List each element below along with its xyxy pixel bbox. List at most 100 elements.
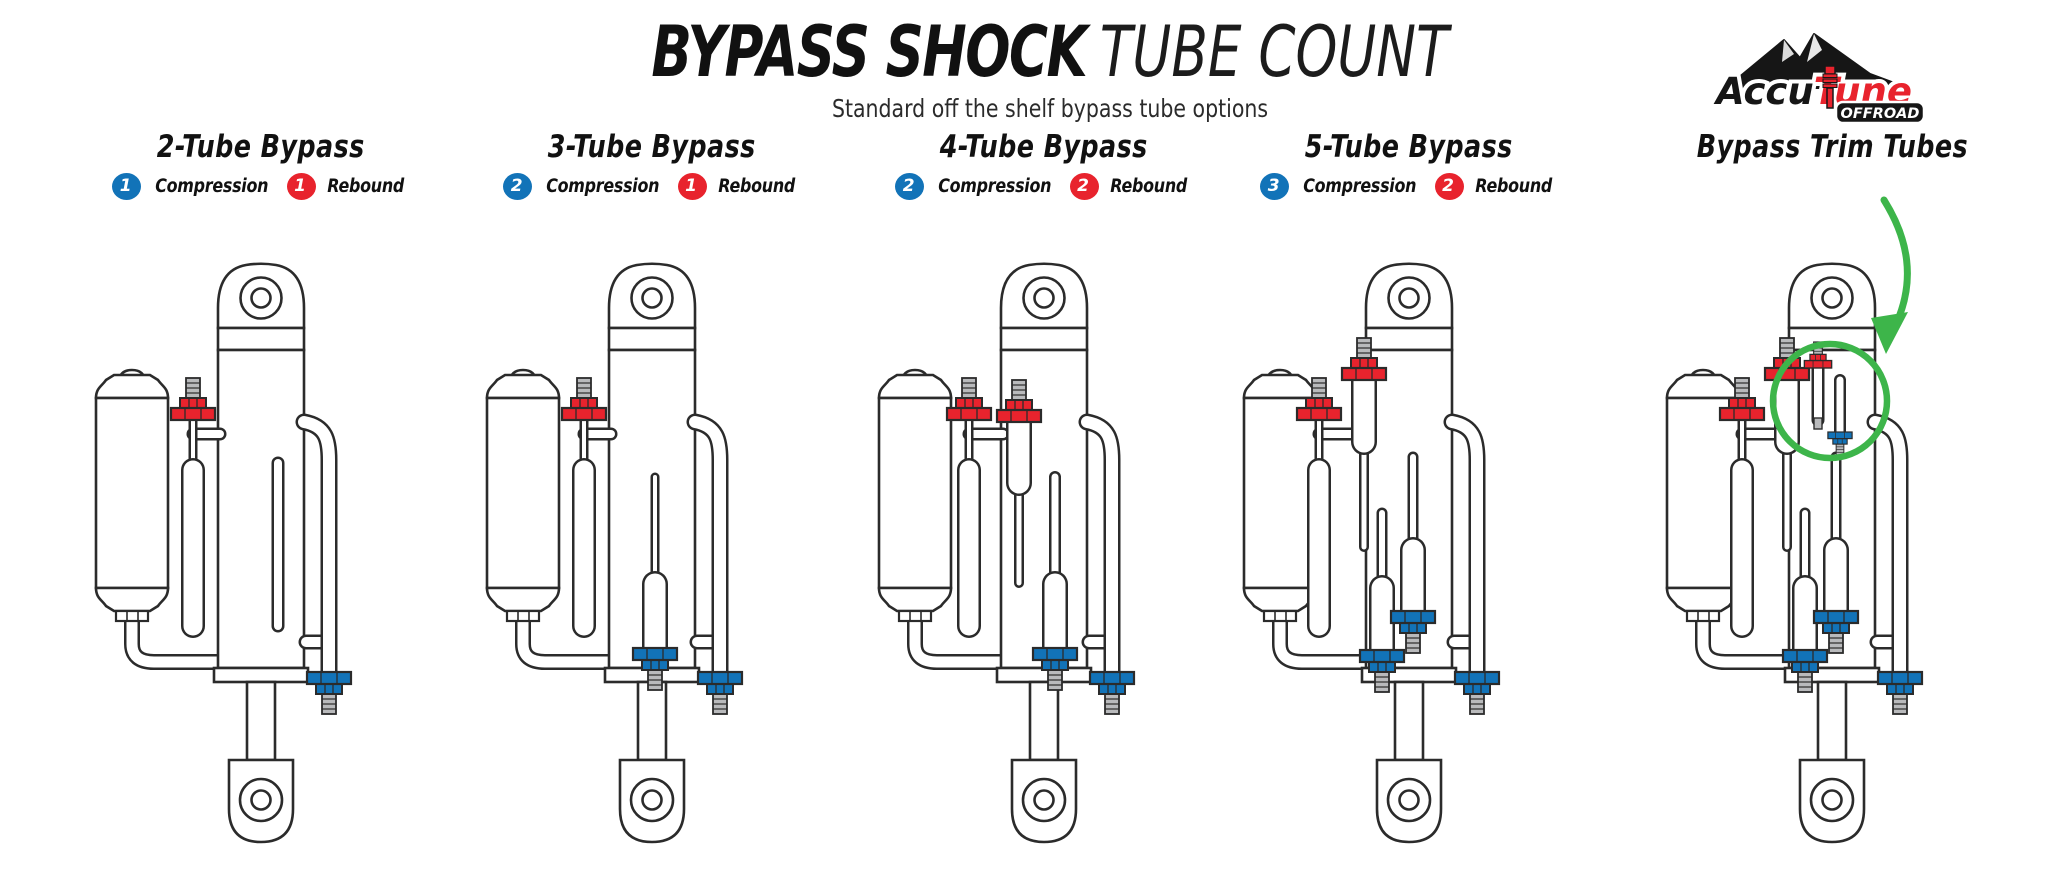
rebound-count-circle: 2	[1434, 172, 1464, 200]
annotation-arrow-icon	[1871, 196, 1911, 354]
compression-count-circle: 2	[503, 172, 533, 200]
compression-badge: 3 Compression	[1260, 172, 1425, 200]
page-subtitle: Standard off the shelf bypass tube optio…	[831, 93, 1269, 123]
rebound-count: 2	[1442, 176, 1454, 197]
rebound-count-circle: 2	[1069, 172, 1099, 200]
bypass-tube-right	[1866, 413, 1909, 685]
reservoir	[485, 368, 619, 670]
column-label-text: 4-Tube Bypass	[940, 129, 1148, 165]
rebound-adjuster-icon	[696, 670, 744, 715]
rebound-count: 2	[1077, 176, 1089, 197]
rebound-badge: 1 Rebound	[677, 172, 801, 200]
bypass-tube-left	[957, 413, 1010, 638]
compression-count: 1	[119, 176, 132, 197]
reservoir	[877, 368, 1011, 670]
rebound-badge: 2 Rebound	[1069, 172, 1193, 200]
compression-label: Compression	[155, 175, 269, 197]
accutune-logo: AccuTune AccuTune OFFROAD	[1712, 33, 1926, 125]
column-tube5: 5-Tube Bypass 3 Compression 2 Rebound	[1214, 130, 1604, 874]
bypass-tube-right	[1443, 413, 1486, 685]
rebound-adjuster-icon	[1088, 670, 1136, 715]
rebound-adjuster-icon	[1827, 431, 1853, 456]
shock-illustration	[94, 262, 353, 844]
compression-label: Compression	[546, 175, 660, 197]
compression-count-circle: 2	[895, 172, 925, 200]
compression-adjuster-icon	[169, 377, 217, 422]
trim-tubes	[1803, 341, 1853, 456]
rebound-label: Rebound	[1109, 175, 1187, 197]
column-label: Bypass Trim Tubes	[1637, 130, 2027, 164]
logo-shock-icon	[1822, 65, 1838, 109]
column-trim: Bypass Trim Tubes Compression Rebound	[1637, 130, 2027, 874]
shock-body	[995, 262, 1093, 844]
shock-illustration	[485, 262, 744, 844]
compression-count-circle: 1	[112, 172, 142, 200]
rebound-count: 1	[294, 176, 306, 197]
column-label: 4-Tube Bypass	[849, 130, 1239, 164]
logo-text-outline-black: Accu	[1713, 70, 1814, 113]
compression-adjuster-icon	[945, 377, 993, 422]
reservoir	[1665, 368, 1799, 670]
page-title-light: TUBE COUNT	[1099, 11, 1449, 93]
logo-brand-black: Accu	[1713, 70, 1814, 113]
compression-adjuster-icon	[1340, 337, 1388, 382]
badge-row: 2 Compression 1 Rebound	[457, 171, 847, 201]
shock-body	[212, 262, 310, 844]
shock-illustration	[1665, 196, 1924, 844]
compression-adjuster-icon	[560, 377, 608, 422]
column-label-text: 5-Tube Bypass	[1305, 129, 1513, 165]
rebound-adjuster-icon	[1358, 648, 1406, 693]
rebound-count-circle: 1	[677, 172, 707, 200]
compression-adjuster-icon	[1295, 377, 1343, 422]
rebound-label: Rebound	[1474, 175, 1552, 197]
column-tube2: 2-Tube Bypass 1 Compression 1 Rebound	[66, 130, 456, 874]
rebound-adjuster-icon	[631, 646, 679, 691]
column-label-text: 3-Tube Bypass	[548, 129, 756, 165]
compression-label: Compression	[1303, 175, 1417, 197]
rebound-adjuster-icon	[1876, 670, 1924, 715]
compression-adjuster-icon	[1718, 377, 1766, 422]
compression-badge: 2 Compression	[503, 172, 668, 200]
reservoir	[1242, 368, 1376, 670]
compression-count: 2	[510, 176, 523, 197]
highlight-circle	[1769, 340, 1891, 462]
bypass-tube-right	[686, 413, 729, 685]
rebound-label: Rebound	[326, 175, 404, 197]
column-label: 5-Tube Bypass	[1214, 130, 1604, 164]
compression-count: 2	[902, 176, 915, 197]
rebound-adjuster-icon	[1781, 648, 1829, 693]
badge-row: 1 Compression 1 Rebound	[66, 171, 456, 201]
rebound-adjuster-icon	[305, 670, 353, 715]
reservoir	[94, 368, 228, 670]
compression-adjuster-icon	[995, 379, 1043, 424]
shock-illustration	[1242, 262, 1501, 844]
column-label: 3-Tube Bypass	[457, 130, 847, 164]
bypass-tube-right	[1078, 413, 1121, 685]
bypass-tube-left	[572, 413, 618, 638]
column-tube4: 4-Tube Bypass 2 Compression 2 Rebound	[849, 130, 1239, 874]
shock-illustration	[877, 262, 1136, 844]
compression-badge: 2 Compression	[895, 172, 1060, 200]
rebound-adjuster-icon	[1453, 670, 1501, 715]
compression-label: Compression	[938, 175, 1052, 197]
logo-offroad-badge: OFFROAD	[1834, 100, 1926, 125]
bypass-tube-left	[181, 413, 227, 638]
column-label-text: Bypass Trim Tubes	[1696, 129, 1968, 165]
badge-row: 2 Compression 2 Rebound	[849, 171, 1239, 201]
rebound-count: 1	[685, 176, 697, 197]
compression-count-circle: 3	[1260, 172, 1290, 200]
mountain-icon	[1725, 33, 1909, 89]
badge-row: 3 Compression 2 Rebound	[1214, 171, 1604, 201]
rebound-adjuster-icon	[1389, 609, 1437, 654]
bypass-tube-right	[295, 413, 338, 685]
rebound-adjuster-icon	[1812, 609, 1860, 654]
column-tube3: 3-Tube Bypass 2 Compression 1 Rebound	[457, 130, 847, 874]
rebound-badge: 2 Rebound	[1434, 172, 1558, 200]
page-title-bold: BYPASS SHOCK	[651, 11, 1087, 93]
rebound-adjuster-icon	[1031, 646, 1079, 691]
compression-count: 3	[1267, 176, 1280, 197]
rebound-badge: 1 Rebound	[286, 172, 410, 200]
